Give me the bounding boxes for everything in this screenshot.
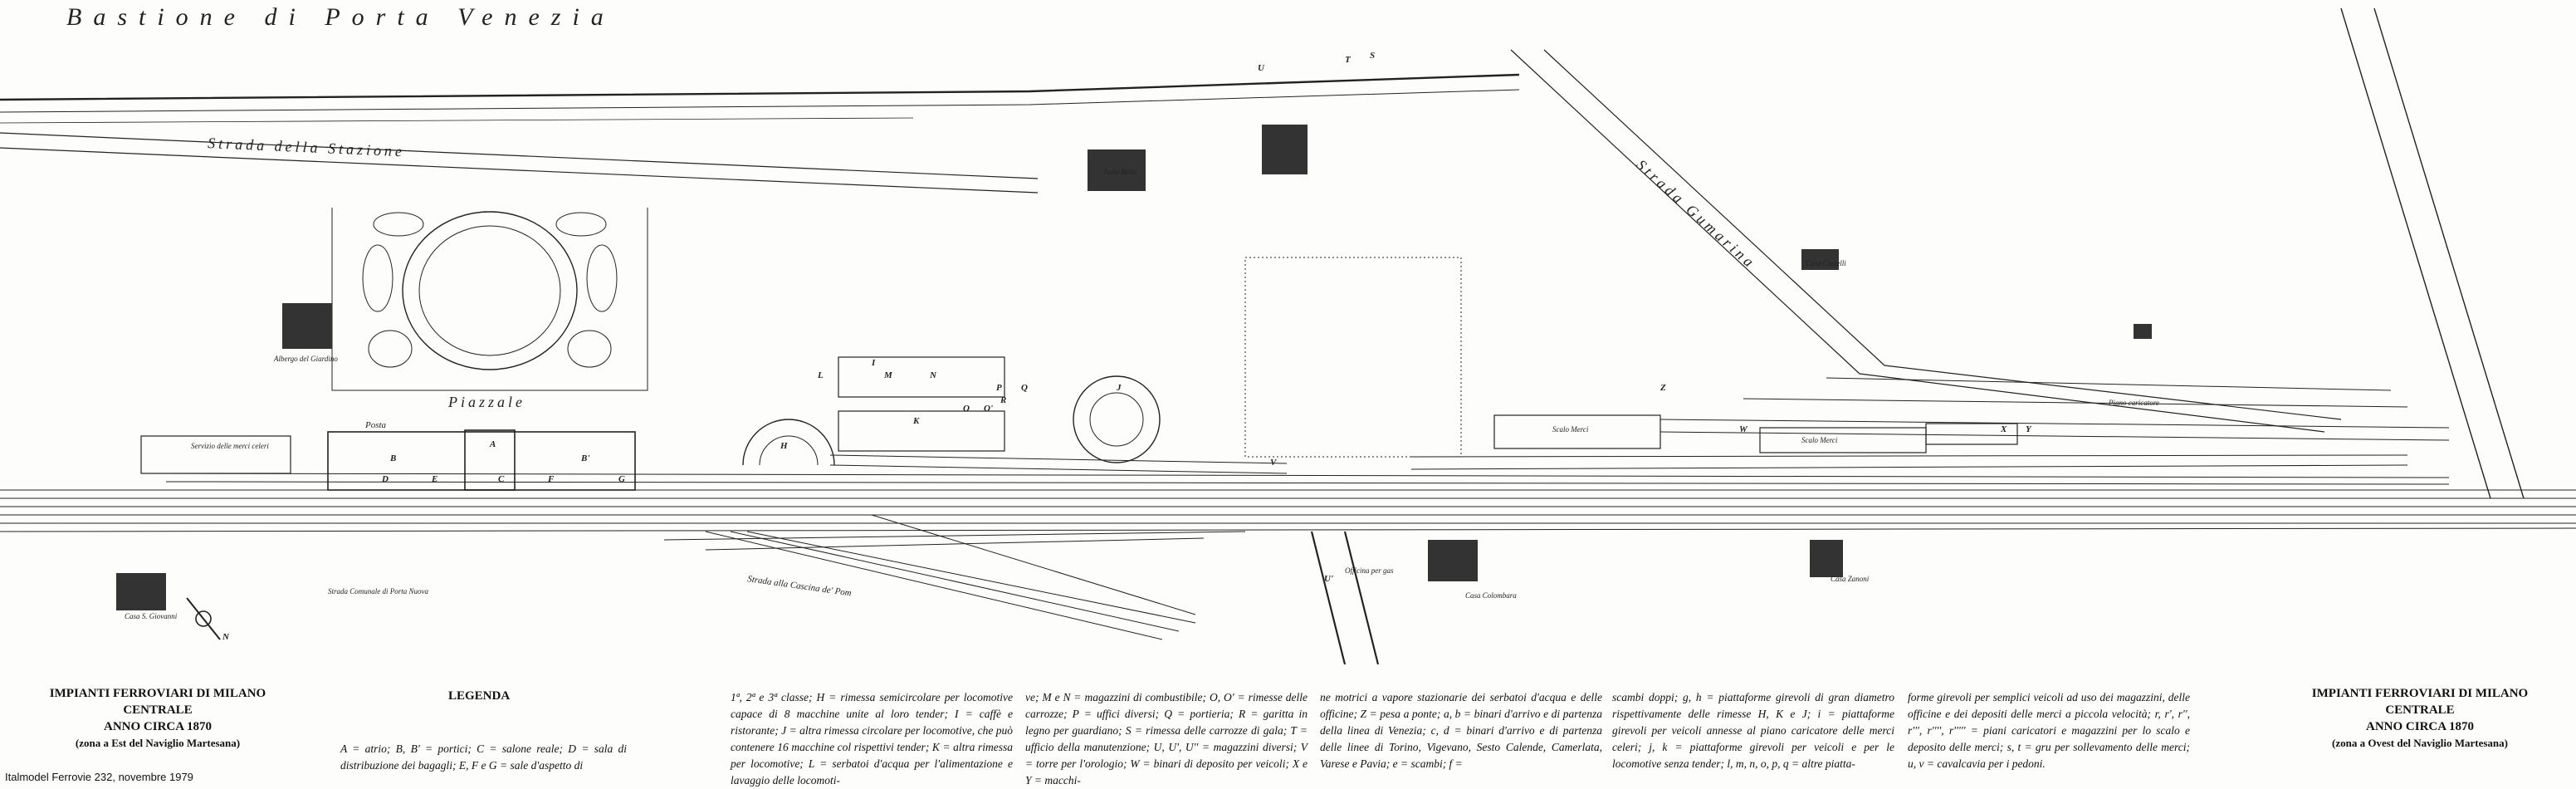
left-subtitle: (zona a Est del Naviglio Martesana) [75, 737, 241, 749]
plan-letter-B: B [389, 453, 396, 463]
plan-letter-E: E [431, 474, 437, 484]
plan-letter-Y: Y [2026, 424, 2032, 434]
plan-letter-S: S [1370, 51, 1375, 61]
plan-letter-I: I [871, 358, 876, 368]
plan-letter-A: A [489, 439, 496, 449]
plan-letter-F: F [547, 474, 555, 484]
railway-plan-map: Bastione di Porta Venezia Strada della S… [0, 3, 2576, 664]
strada-gumarina-road [1510, 49, 2325, 433]
compass-icon [186, 597, 221, 640]
label-bastione: Bastione di Porta Venezia [66, 3, 615, 31]
label-scalo-merci: Scalo Merci [1552, 425, 1589, 434]
legend-heading: LEGENDA [448, 689, 511, 703]
label-casa-giovanni: Casa S. Giovanni [125, 612, 178, 620]
credit-line: Italmodel Ferrovie 232, novembre 1979 [5, 771, 193, 783]
plan-letter-J: J [1116, 383, 1122, 393]
plan-letter-Bp: B' [580, 453, 589, 463]
right-subtitle: (zona a Ovest del Naviglio Martesana) [2332, 737, 2508, 749]
legend-col-5: scambi doppi; g, h = piattaforme girevol… [1612, 691, 1894, 770]
right-title: IMPIANTI FERROVIARI DI MILANO CENTRALE [2311, 687, 2529, 717]
label-piazzale: Piazzale [447, 394, 525, 410]
label-posta: Posta [364, 420, 387, 430]
plan-letter-K: K [912, 416, 920, 426]
left-year: ANNO CIRCA 1870 [103, 720, 212, 733]
plan-letter-Q: Q [1021, 383, 1028, 393]
label-scalo-merci-2: Scalo Merci [1801, 436, 1838, 444]
label-casa-castelli: Casa Castelli [1806, 259, 1846, 267]
label-officina: Officina per gas [1345, 566, 1394, 575]
piazzale-garden [331, 208, 648, 391]
plan-letter-U: U [1258, 63, 1265, 73]
plan-letter-T: T [1345, 55, 1352, 65]
bastione-wall [0, 73, 1520, 101]
plan-letter-M: M [883, 370, 893, 380]
plan-letter-Up: U' [1324, 574, 1333, 584]
scalo-merci-shed [1493, 414, 1661, 449]
plan-letter-D: D [381, 474, 389, 484]
label-servizio: Servizio delle merci celeri [191, 442, 269, 450]
label-piano-caricatore: Piano caricatore [2108, 399, 2159, 407]
plan-letter-P: P [996, 383, 1002, 393]
strada-stazione-road [0, 132, 1039, 179]
legend-col-1: A = atrio; B, B' = portici; C = salone r… [340, 742, 627, 772]
left-title: IMPIANTI FERROVIARI DI MILANO CENTRALE [49, 687, 266, 717]
plan-letter-L: L [817, 370, 824, 380]
legend-col-3: ve; M e N = magazzini di combustibile; O… [1025, 691, 1308, 787]
label-strada-circonv: Strada alla Cascina de' Pom [747, 574, 853, 598]
label-strada-comunale: Strada Comunale di Porta Nuova [328, 587, 428, 595]
plan-letter-O: O [963, 404, 970, 414]
label-casa-colombara: Casa Colombara [1465, 591, 1517, 600]
label-strada-gumarina: Strada Gumarina [1633, 156, 1759, 272]
plan-letter-Z: Z [1659, 383, 1666, 393]
left-title-block: IMPIANTI FERROVIARI DI MILANO CENTRALE A… [25, 685, 291, 752]
right-year: ANNO CIRCA 1870 [2365, 720, 2474, 733]
plan-letter-C: C [498, 474, 505, 484]
plan-letter-X: X [2000, 424, 2007, 434]
plan-letter-N: N [929, 370, 937, 380]
label-casa-zanoni: Casa Zanoni [1831, 575, 1870, 583]
roundhouse-j [1073, 375, 1161, 463]
main-tracks [0, 377, 2576, 640]
right-title-block: IMPIANTI FERROVIARI DI MILANO CENTRALE A… [2279, 685, 2561, 752]
naviglio-canal [1310, 531, 1347, 664]
plan-letter-V: V [1270, 458, 1278, 468]
plan-letter-R: R [1000, 395, 1006, 405]
label-isola-bella: Isola Bella [1103, 168, 1137, 176]
plan-letter-Op: O' [984, 404, 993, 414]
label-albergo: Albergo del Giardino [273, 355, 338, 363]
plan-letter-H: H [780, 441, 788, 451]
legend-col-4: ne motrici a vapore stazionarie dei serb… [1320, 691, 1602, 770]
legend-col-6: forme girevoli per semplici veicoli ad u… [1908, 691, 2190, 770]
plan-letter-W: W [1739, 424, 1748, 434]
plan-letter-G: G [618, 474, 625, 484]
label-strada-stazione: Strada della Stazione [208, 135, 406, 159]
legend-col-2: 1ª, 2ª e 3ª classe; H = rimessa semicirc… [731, 691, 1013, 787]
compass-letter: N [222, 632, 230, 642]
